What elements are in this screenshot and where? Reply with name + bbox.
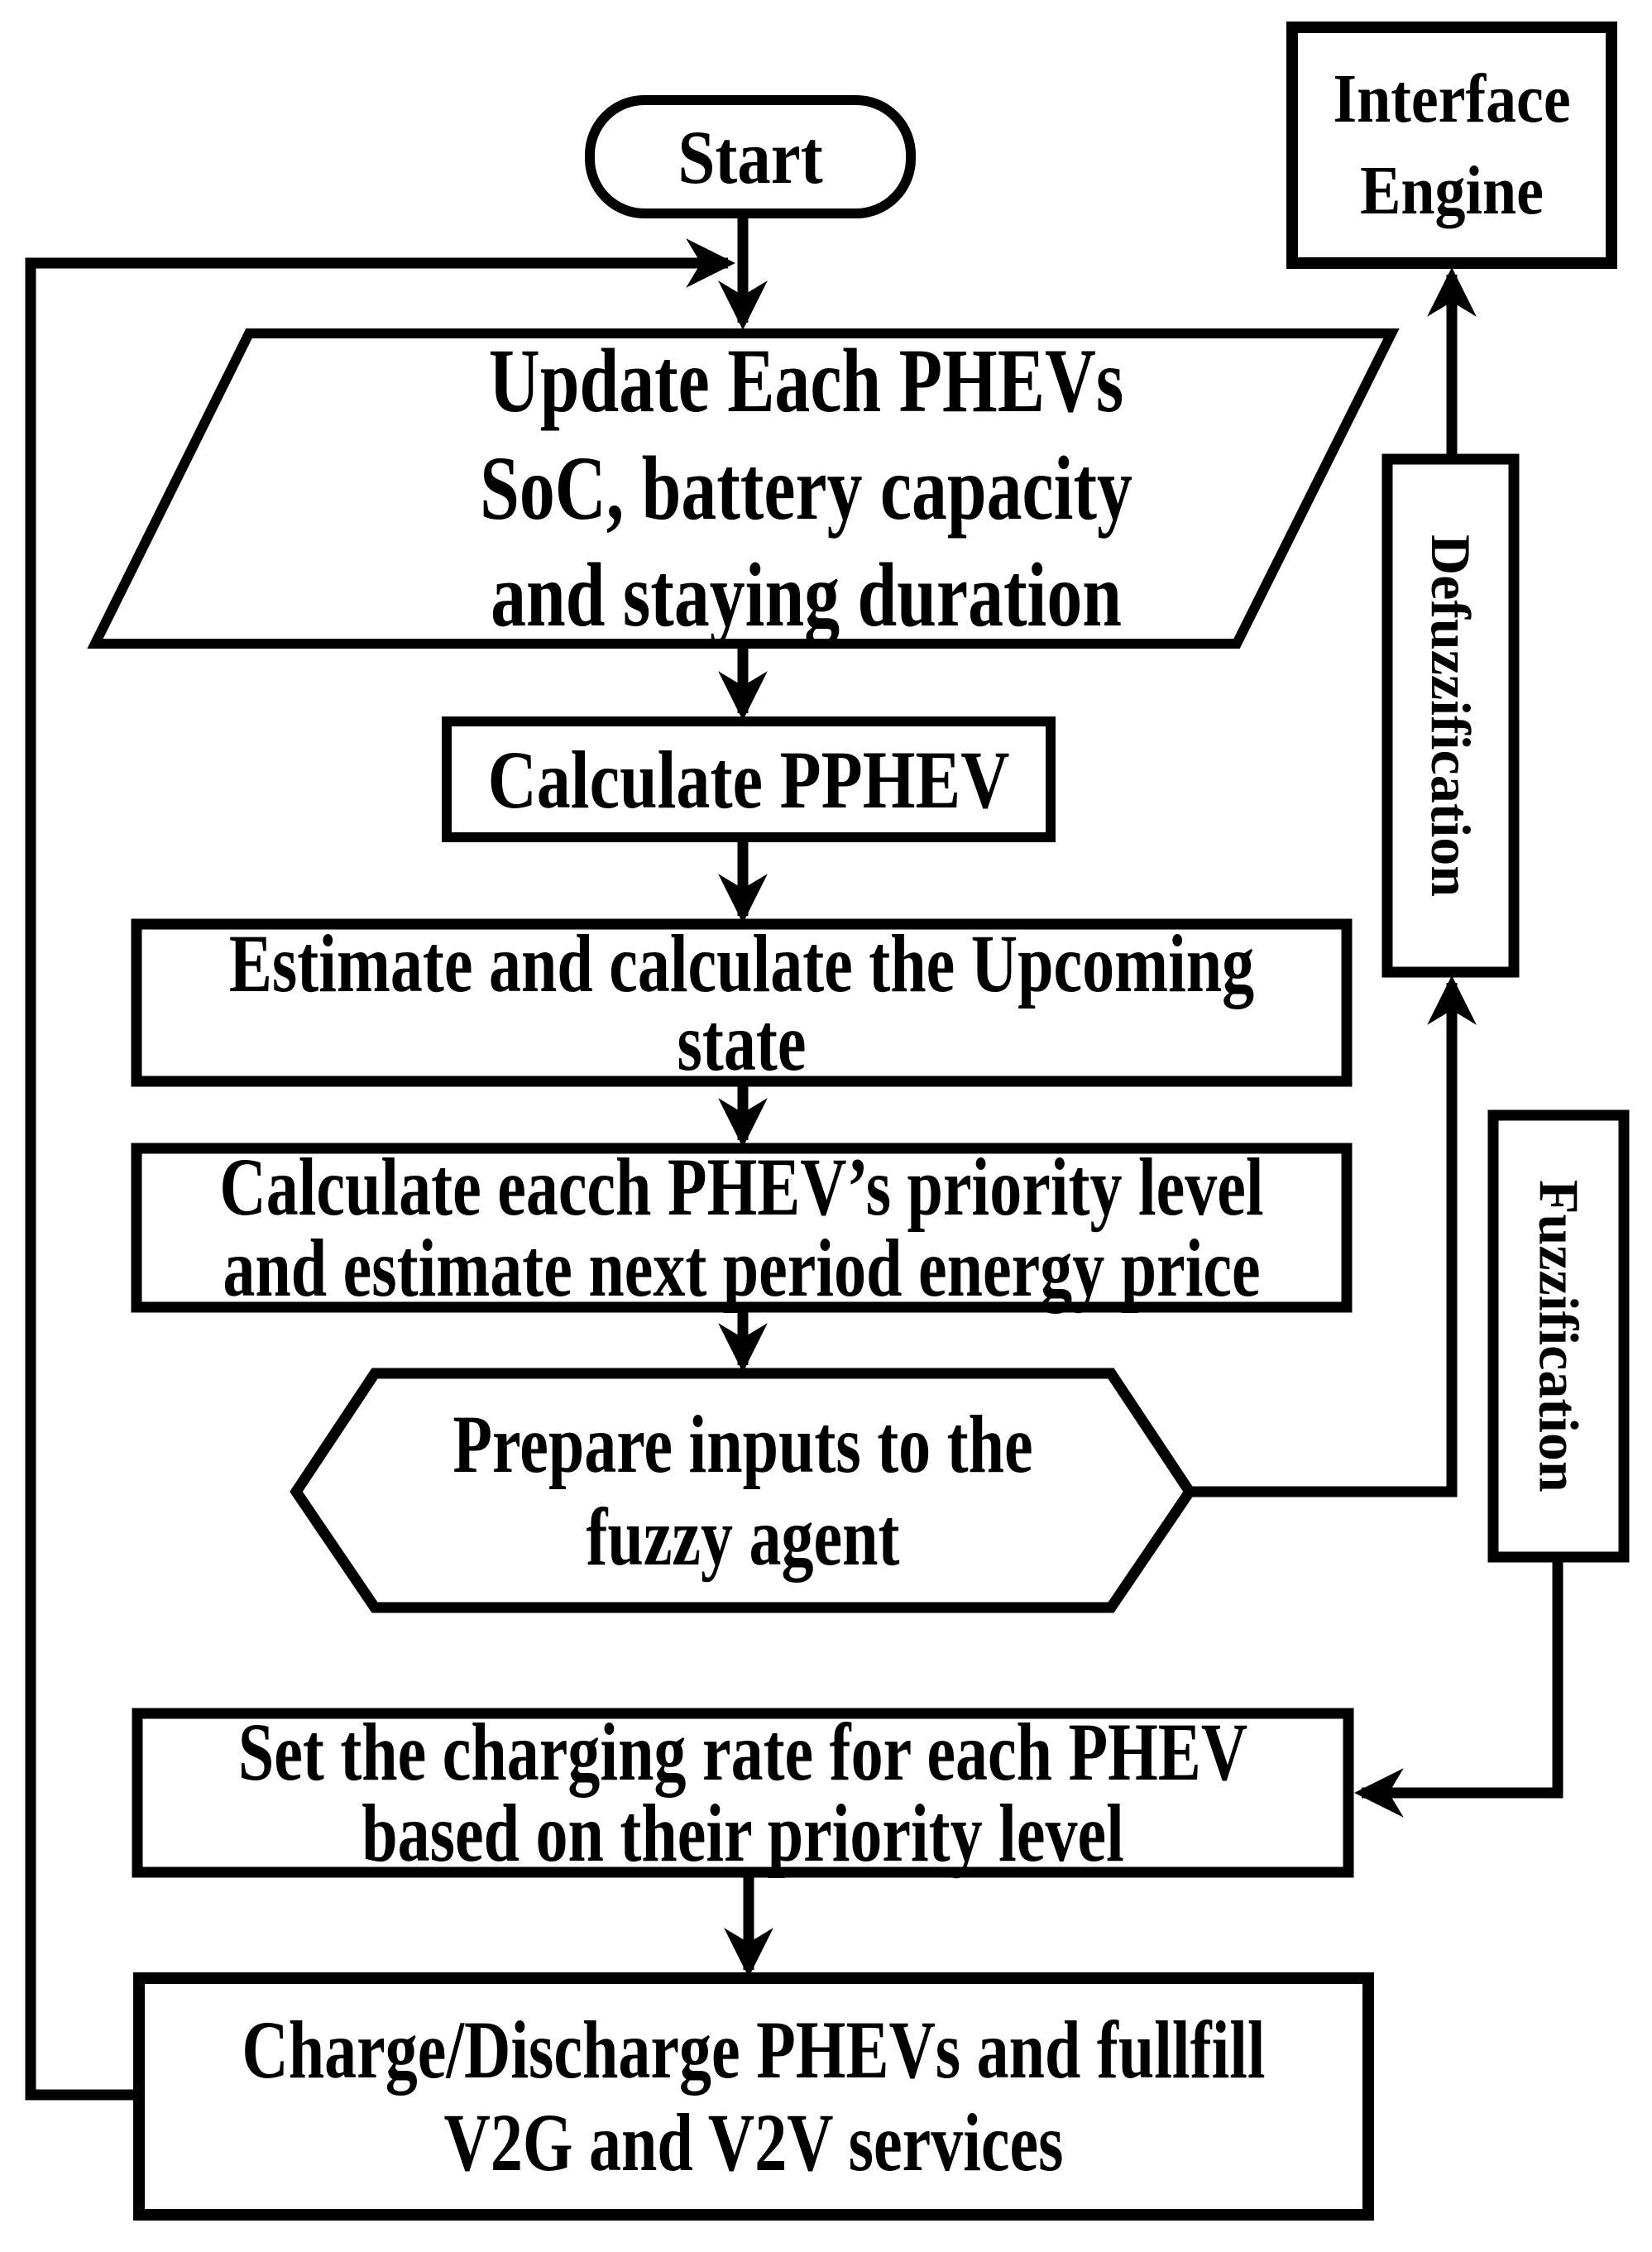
estimate-state-line1: Estimate and calculate the Upcoming [228, 918, 1255, 1009]
calculate-pphev-label: Calculate PPHEV [488, 721, 1010, 837]
update-phevs-line2: SoC, battery capacity [480, 437, 1132, 539]
prepare-inputs-hexagon-shape [290, 1368, 1196, 1613]
priority-level-label: Calculate eacch PHEV’s priority level an… [219, 1146, 1263, 1310]
estimate-state-line2: state [677, 996, 807, 1088]
priority-level-shape [131, 1143, 1353, 1313]
interface-engine-shape [1286, 22, 1617, 269]
prepare-inputs-line1: Prepare inputs to the [453, 1397, 1033, 1490]
estimate-state-shape [131, 918, 1353, 1087]
fuzzification-shape [1487, 1109, 1630, 1563]
calculate-pphev-shape [442, 716, 1056, 842]
set-charging-rate-line2: based on their priority level [362, 1787, 1124, 1879]
update-phevs-parallelogram-shape [87, 328, 1400, 649]
fuzzification-text: Fuzzification [1527, 1180, 1591, 1493]
defuzzification-shape [1381, 453, 1520, 978]
charge-discharge-line1: Charge/Discharge PHEVs and fullfill [242, 2004, 1266, 2096]
prepare-inputs-label: Prepare inputs to the fuzzy agent [453, 1373, 1033, 1608]
defuzzification-label: Defuzzification [1387, 459, 1514, 972]
update-phevs-label: Update Each PHEVs SoC, battery capacity … [361, 330, 1190, 646]
interface-engine-label: Interface Engine [1311, 27, 1592, 263]
set-charging-rate-shape [132, 1708, 1354, 1878]
update-phevs-line1: Update Each PHEVs [488, 329, 1124, 431]
prepare-inputs-line2: fuzzy agent [586, 1490, 900, 1583]
charge-discharge-line2: V2G and V2V services [443, 2096, 1064, 2188]
start-terminator-shape [585, 95, 916, 218]
charge-discharge-shape [133, 1972, 1374, 2221]
edge-feedback-loop [25, 238, 735, 2101]
edge-prepare-to-defuzzification [1190, 975, 1477, 1497]
priority-level-line2: and estimate next period energy price [223, 1222, 1261, 1314]
charge-discharge-label: Charge/Discharge PHEVs and fullfill V2G … [242, 1978, 1265, 2215]
calculate-pphev-text: Calculate PPHEV [487, 733, 1010, 826]
start-node-label: Start [609, 100, 891, 213]
set-charging-rate-label: Set the charging rate for each PHEV base… [238, 1711, 1247, 1879]
interface-engine-line1: Interface [1333, 60, 1571, 137]
interface-engine-line2: Engine [1360, 151, 1544, 229]
fuzzification-label: Fuzzification [1493, 1115, 1624, 1557]
edge-fuzzification-to-set [1354, 1557, 1563, 1818]
start-label-text: Start [678, 114, 823, 199]
estimate-state-label: Estimate and calculate the Upcoming stat… [229, 922, 1254, 1088]
priority-level-line1: Calculate eacch PHEV’s priority level [219, 1141, 1264, 1233]
set-charging-rate-line1: Set the charging rate for each PHEV [237, 1706, 1248, 1798]
update-phevs-line3: and staying duration [491, 544, 1122, 646]
defuzzification-text: Defuzzification [1420, 534, 1482, 898]
